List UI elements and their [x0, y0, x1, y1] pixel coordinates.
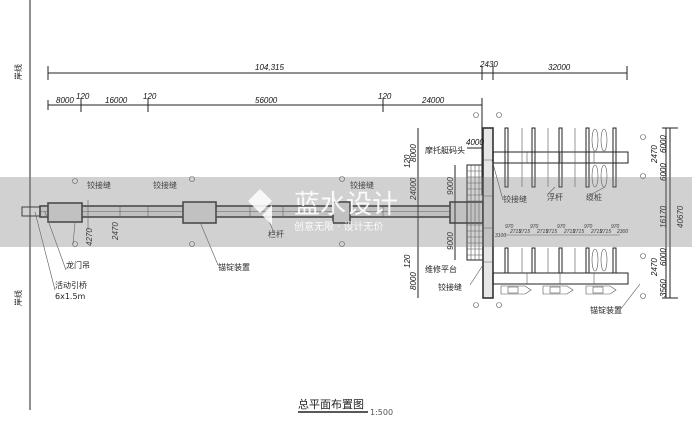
- svg-text:4270: 4270: [85, 228, 94, 246]
- slip-dimensions: 970 970 970 970 970 3100 2715 2715 2715 …: [495, 224, 628, 239]
- svg-text:120: 120: [76, 92, 90, 101]
- svg-text:8000: 8000: [409, 144, 418, 162]
- svg-text:2715: 2715: [563, 229, 575, 235]
- svg-text:120: 120: [143, 92, 157, 101]
- left-vertical-dimensions: 8000 120 9000 24000 9000 120 8000 4000: [403, 128, 484, 298]
- svg-text:970: 970: [505, 224, 514, 230]
- svg-text:3560: 3560: [659, 279, 668, 297]
- dim-total: 104,315: [255, 63, 284, 72]
- label-anchor-1: 锚锭装置: [218, 262, 250, 272]
- label-hinge-5: 铰接缝: [438, 282, 462, 292]
- svg-text:56000: 56000: [255, 96, 278, 105]
- svg-text:970: 970: [557, 224, 566, 230]
- shoreline-label-top: 岸线: [13, 64, 23, 80]
- label-hinge-1: 铰接缝: [87, 180, 111, 190]
- label-hinge-2: 铰接缝: [153, 180, 177, 190]
- svg-text:9000: 9000: [446, 232, 455, 250]
- svg-text:6000: 6000: [659, 248, 668, 266]
- gangway-bridge: [21, 206, 41, 217]
- svg-text:2715: 2715: [545, 229, 557, 235]
- anchor-symbols: [72, 112, 646, 308]
- pontoon-box: [182, 201, 217, 224]
- shoreline-label-bottom: 岸线: [13, 290, 23, 306]
- label-hinge-4: 铰接缝: [503, 194, 527, 204]
- svg-text:2715: 2715: [509, 229, 521, 235]
- svg-text:2715: 2715: [536, 229, 548, 235]
- label-anchor-2: 锚锭装置: [590, 305, 622, 315]
- svg-text:2715: 2715: [518, 229, 530, 235]
- svg-text:16170: 16170: [659, 205, 668, 228]
- svg-text:24000: 24000: [409, 177, 418, 201]
- svg-text:2470: 2470: [111, 222, 120, 241]
- label-railing: 栏杆: [268, 229, 284, 239]
- finger-slips: [504, 127, 617, 274]
- svg-text:970: 970: [584, 224, 593, 230]
- svg-text:2470: 2470: [650, 145, 659, 164]
- watermark-slogan: 创意无限 · 设计无价: [294, 220, 384, 233]
- watermark-logo-icon: [248, 189, 272, 225]
- svg-text:6000: 6000: [659, 135, 668, 153]
- label-float-rod: 浮杆: [547, 192, 563, 202]
- label-cleat: 缆桩: [586, 192, 602, 202]
- drawing-scale: 1:500: [370, 408, 393, 417]
- label-gantry-crane: 龙门吊: [66, 260, 90, 270]
- svg-text:24000: 24000: [421, 96, 445, 105]
- watermark: 蓝水设计 创意无限 · 设计无价: [0, 177, 692, 247]
- dim-right: 32000: [548, 63, 571, 72]
- svg-text:16000: 16000: [105, 96, 128, 105]
- svg-text:970: 970: [530, 224, 539, 230]
- pontoon-box: [332, 201, 351, 224]
- svg-text:2470: 2470: [650, 258, 659, 277]
- label-maintenance-platform: 维修平台: [425, 264, 457, 274]
- label-hinge-3: 铰接缝: [350, 180, 374, 190]
- labels: 铰接缝 铰接缝 铰接缝 摩托艇码头 铰接缝 浮杆 缆桩 栏杆 维修平台 铰接缝 …: [34, 145, 641, 315]
- svg-text:8000: 8000: [409, 272, 418, 290]
- svg-text:4000: 4000: [466, 138, 484, 147]
- upper-arm: [492, 151, 629, 164]
- boats: [500, 285, 617, 295]
- watermark-brand: 蓝水设计: [294, 190, 398, 220]
- svg-text:2715: 2715: [572, 229, 584, 235]
- dimension-second: 8000 120 16000 120 56000 120 24000: [47, 92, 483, 195]
- svg-text:6000: 6000: [659, 163, 668, 181]
- dim-gap: 2430: [479, 60, 498, 69]
- label-gangway-size: 6x1.5m: [55, 292, 86, 301]
- svg-text:970: 970: [611, 224, 620, 230]
- svg-text:120: 120: [378, 92, 392, 101]
- drawing-title: 总平面布置图: [298, 397, 364, 411]
- svg-text:2300: 2300: [616, 229, 628, 235]
- dimension-top: 104,315 2430 32000: [47, 60, 628, 80]
- main-pontoon: [482, 127, 494, 299]
- svg-text:120: 120: [403, 254, 412, 268]
- svg-text:9000: 9000: [446, 177, 455, 195]
- svg-text:2715: 2715: [599, 229, 611, 235]
- label-moto-dock: 摩托艇码头: [425, 145, 465, 155]
- svg-text:120: 120: [403, 154, 412, 168]
- svg-text:40670: 40670: [676, 205, 685, 228]
- svg-text:8000: 8000: [56, 96, 74, 105]
- right-vertical-dimensions: 6000 2470 6000 16170 6000 2470 3560 4067…: [650, 127, 685, 299]
- lower-arm: [492, 272, 629, 285]
- label-gangway: 活动引桥: [55, 280, 87, 290]
- svg-text:2715: 2715: [590, 229, 602, 235]
- gantry-pontoon: [47, 202, 83, 223]
- svg-text:3100: 3100: [495, 233, 506, 239]
